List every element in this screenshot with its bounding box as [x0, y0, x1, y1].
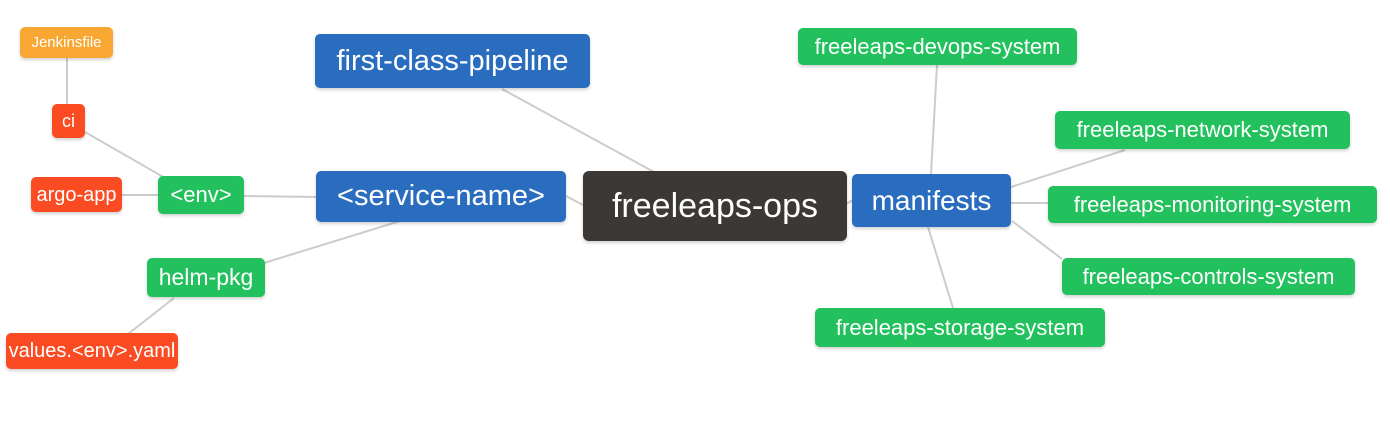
node-freeleaps-storage-system[interactable]: freeleaps-storage-system	[815, 308, 1105, 347]
node-first-class-pipeline[interactable]: first-class-pipeline	[315, 34, 590, 88]
edge-manifests-network	[1010, 149, 1126, 188]
node-freeleaps-controls-system[interactable]: freeleaps-controls-system	[1062, 258, 1355, 295]
node-freeleaps-devops-system[interactable]: freeleaps-devops-system	[798, 28, 1077, 65]
node-service-name[interactable]: <service-name>	[316, 171, 566, 222]
edge-manifests-storage	[927, 226, 954, 309]
edge-env-service-name	[243, 195, 317, 198]
edge-helm-pkg-service-name	[263, 220, 401, 264]
node-values-env-yaml[interactable]: values.<env>.yaml	[6, 333, 178, 369]
node-argo-app[interactable]: argo-app	[31, 177, 122, 212]
edge-pipeline-freeleaps-ops	[501, 88, 655, 173]
node-ci[interactable]: ci	[52, 104, 85, 138]
node-manifests[interactable]: manifests	[852, 174, 1011, 227]
edge-ci-env	[84, 131, 166, 179]
edge-values-helm-pkg	[127, 297, 175, 335]
node-jenkinsfile[interactable]: Jenkinsfile	[20, 27, 113, 58]
node-env[interactable]: <env>	[158, 176, 244, 214]
node-helm-pkg[interactable]: helm-pkg	[147, 258, 265, 297]
node-freeleaps-network-system[interactable]: freeleaps-network-system	[1055, 111, 1350, 149]
node-freeleaps-ops-root[interactable]: freeleaps-ops	[583, 171, 847, 241]
node-freeleaps-monitoring-system[interactable]: freeleaps-monitoring-system	[1048, 186, 1377, 223]
edge-manifests-devops	[930, 64, 938, 175]
edge-manifests-controls	[1011, 220, 1063, 260]
edge-service-name-freeleaps-ops	[565, 195, 584, 206]
